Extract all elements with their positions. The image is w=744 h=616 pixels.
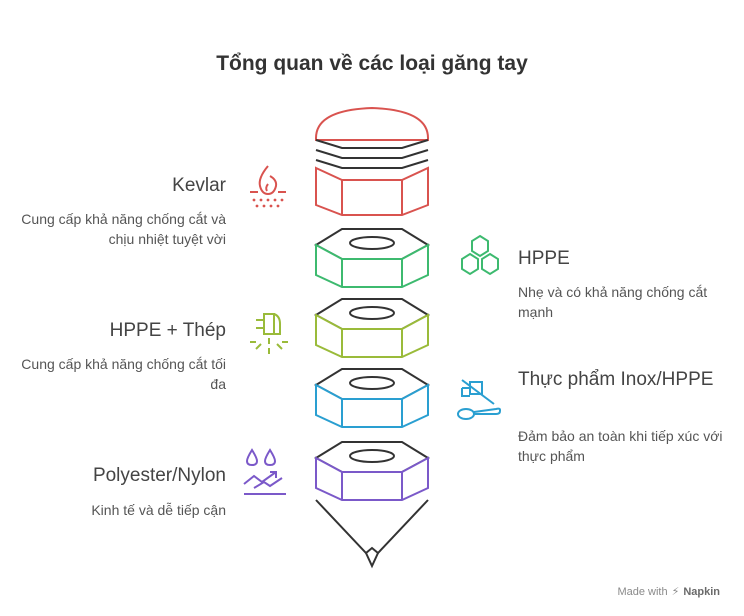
polyester-nut-tip <box>313 441 431 569</box>
hppe-label: HPPE <box>518 248 570 269</box>
footer-prefix: Made with <box>617 585 668 598</box>
hppe-steel-label: HPPE + Thép <box>109 320 226 341</box>
napkin-logo-icon: ⚡ <box>671 586 680 598</box>
page-title: Tổng quan về các loại găng tay <box>216 52 528 75</box>
food-grade-nut <box>313 368 431 428</box>
kevlar-screw-head <box>315 106 429 216</box>
polyester-label: Polyester/Nylon <box>92 465 226 486</box>
kevlar-label: Kevlar <box>172 175 226 196</box>
hppe-steel-description: Cung cấp khả năng chống cắt tối đa <box>21 356 226 392</box>
hppe-steel-nut <box>313 298 431 358</box>
water-drops-trend-icon <box>243 448 286 495</box>
kevlar-description: Cung cấp khả năng chống cắt và chịu nhiệ… <box>21 211 226 247</box>
hexagon-cluster-icon <box>461 234 499 276</box>
light-bulb-icon <box>250 313 288 354</box>
flame-skin-icon <box>250 165 286 208</box>
footer-credit: Made with ⚡ Napkin <box>617 585 720 599</box>
footer-brand: Napkin <box>683 585 720 598</box>
spoon-no-food-icon <box>457 379 501 420</box>
hppe-nut <box>313 228 431 288</box>
kevlar-thread <box>315 139 429 169</box>
food-grade-description: Đảm bảo an toàn khi tiếp xúc với thực ph… <box>518 428 723 464</box>
polyester-description: Kinh tế và dễ tiếp cận <box>91 502 226 518</box>
hppe-description: Nhẹ và có khả năng chống cắt mạnh <box>518 284 708 320</box>
food-grade-label: Thực phẩm Inox/HPPE <box>518 369 714 390</box>
